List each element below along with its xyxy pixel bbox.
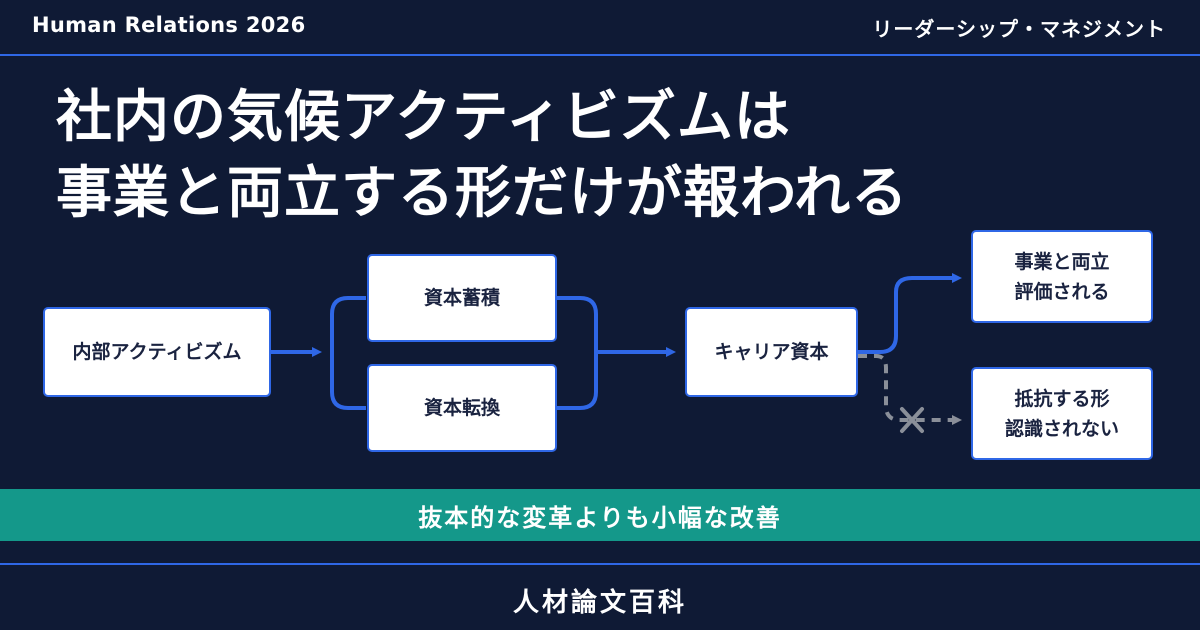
node-capital-accumulation: 資本蓄積 bbox=[367, 254, 557, 342]
node-outcome-compatible-line-1: 事業と両立 bbox=[1014, 250, 1110, 273]
node-career-capital-label: キャリア資本 bbox=[714, 341, 829, 363]
node-internal-activism: 内部アクティビズム bbox=[43, 307, 271, 397]
category-label: リーダーシップ・マネジメント bbox=[872, 17, 1166, 41]
footer-brand: 人材論文百科 bbox=[512, 587, 687, 618]
node-outcome-compatible: 事業と両立 評価される bbox=[971, 230, 1153, 323]
journal-name: Human Relations 2026 bbox=[32, 13, 306, 37]
connector-middle-to-top-outcome bbox=[858, 273, 962, 354]
connector-middle-to-bottom-outcome bbox=[858, 354, 962, 425]
connector-split-bottom bbox=[330, 352, 366, 410]
conclusion-banner: 抜本的な変革よりも小幅な改善 bbox=[0, 489, 1200, 541]
node-outcome-compatible-line-2: 評価される bbox=[1014, 280, 1110, 303]
title-line-2: 事業と両立する形だけが報われる bbox=[56, 161, 909, 226]
node-outcome-resistant-line-2: 認識されない bbox=[1004, 417, 1119, 440]
node-internal-activism-label: 内部アクティビズム bbox=[72, 341, 242, 363]
node-capital-conversion-label: 資本転換 bbox=[423, 397, 500, 419]
footer-divider bbox=[0, 563, 1200, 565]
header-divider bbox=[0, 54, 1200, 56]
node-outcome-resistant: 抵抗する形 認識されない bbox=[971, 367, 1153, 460]
rejected-x-icon bbox=[900, 407, 924, 433]
page-title: 社内の気候アクティビズムは 事業と両立する形だけが報われる bbox=[56, 80, 908, 232]
header-bar: Human Relations 2026 リーダーシップ・マネジメント bbox=[0, 0, 1200, 54]
node-capital-conversion: 資本転換 bbox=[367, 364, 557, 452]
connector-merge-bottom bbox=[556, 352, 598, 410]
title-line-1: 社内の気候アクティビズムは bbox=[56, 85, 791, 150]
node-capital-accumulation-label: 資本蓄積 bbox=[423, 287, 500, 309]
connector-merge-top bbox=[556, 296, 598, 352]
node-career-capital: キャリア資本 bbox=[685, 307, 858, 397]
connector-split-top bbox=[330, 296, 366, 352]
node-outcome-resistant-line-1: 抵抗する形 bbox=[1014, 387, 1110, 410]
